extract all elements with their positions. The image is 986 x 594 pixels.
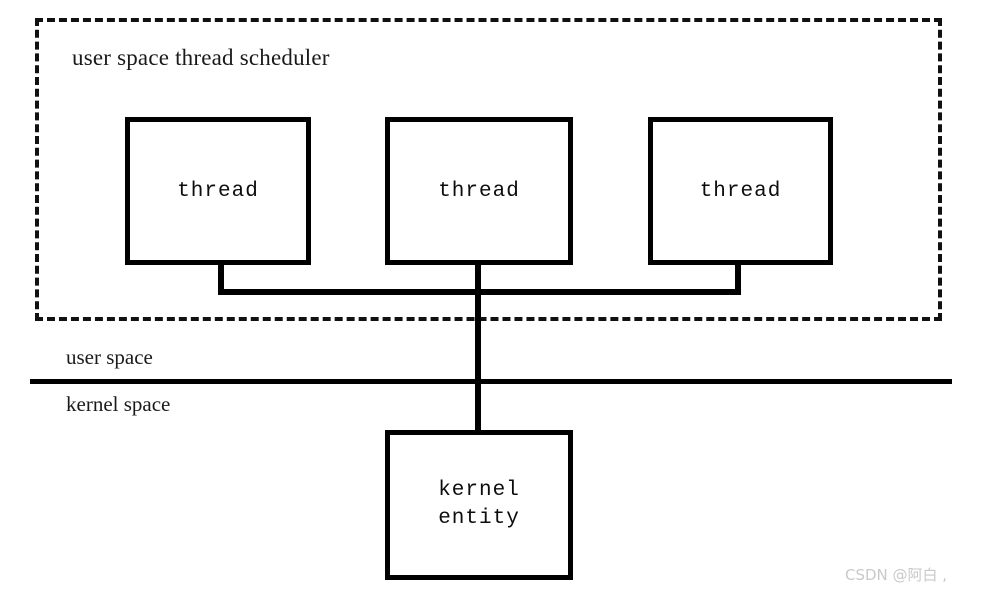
kernel-entity-box: kernel entity: [385, 430, 573, 580]
scheduler-region-label: user space thread scheduler: [72, 45, 330, 70]
thread-label: thread: [699, 179, 782, 203]
kernel-space-label: kernel space: [66, 392, 171, 416]
thread-box-2: thread: [385, 117, 573, 265]
thread-box-1: thread: [125, 117, 311, 265]
user-space-label: user space: [66, 345, 153, 369]
connector-thread1-stub: [218, 263, 224, 295]
kernel-entity-label-line2: entity: [438, 507, 520, 530]
kernel-entity-label-line1: kernel: [438, 479, 520, 503]
watermark: CSDN @阿白 ,: [845, 566, 948, 584]
scheduler-region: [35, 18, 942, 321]
connector-spine: [475, 263, 481, 434]
thread-box-3: thread: [648, 117, 833, 265]
thread-label: thread: [177, 179, 259, 203]
connector-thread3-stub: [735, 263, 741, 295]
space-divider: [30, 379, 952, 384]
thread-label: thread: [438, 179, 520, 203]
